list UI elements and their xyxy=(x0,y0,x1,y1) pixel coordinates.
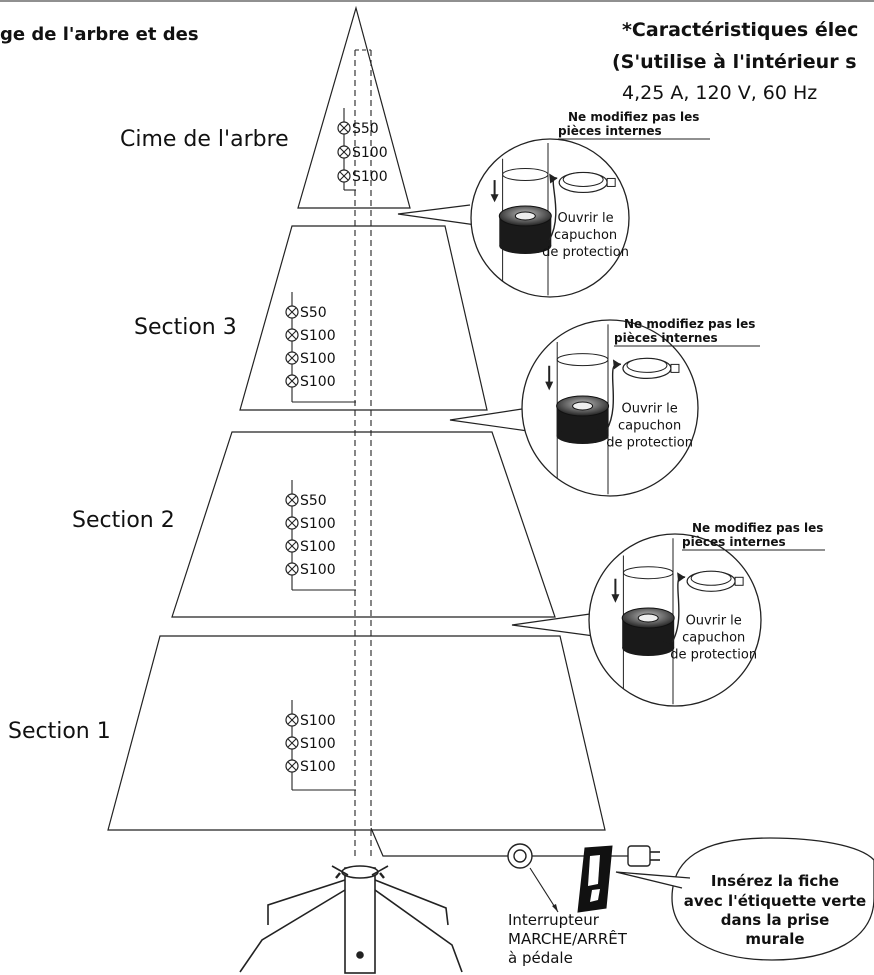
open-cap-text: de protection xyxy=(606,435,693,450)
bulb-rating: S100 xyxy=(300,713,336,729)
switch-label-line1: Interrupteur xyxy=(508,911,600,929)
callout-bubble-2: Ouvrir le capuchon de protection Ne modifie… xyxy=(449,317,760,497)
callout-bubble-3: Ouvrir le capuchon de protection Ne modifie… xyxy=(511,521,825,707)
bulb-rating: S100 xyxy=(300,736,336,752)
bulb-rating: S100 xyxy=(300,759,336,775)
bulb-icon xyxy=(285,516,299,530)
open-cap-text: de protection xyxy=(542,245,629,260)
title-right-line1: *Caractéristiques élec xyxy=(622,19,858,41)
section-3-shape xyxy=(239,225,488,411)
warning-text-line1: Ne modifiez pas les xyxy=(692,521,823,535)
bulb-icon xyxy=(337,121,351,135)
switch-pointer-line xyxy=(529,867,559,913)
power-cord xyxy=(370,827,508,857)
warning-text-line2: pièces internes xyxy=(614,331,718,345)
switch-label-line2: MARCHE/ARRÊT xyxy=(508,929,628,948)
plug-bubble-line1: Insérez la fiche xyxy=(711,872,839,890)
tree-stand-icon xyxy=(239,865,463,974)
protective-cap-icon xyxy=(622,357,680,379)
bulb-rating: S100 xyxy=(300,374,336,390)
protective-cap-icon xyxy=(558,171,616,194)
connector-cap-icon xyxy=(621,607,675,656)
bulb-rating: S100 xyxy=(300,328,336,344)
bulb-rating: S100 xyxy=(300,562,336,578)
label-section-2: Section 2 xyxy=(72,508,175,533)
open-cap-text: de protection xyxy=(670,647,757,662)
label-section-3: Section 3 xyxy=(134,315,237,340)
bulb-icon xyxy=(285,328,299,342)
open-cap-text: Ouvrir le xyxy=(686,613,742,628)
section-2-shape xyxy=(171,431,556,618)
bulb-icon xyxy=(337,169,351,183)
open-cap-text: capuchon xyxy=(682,630,745,645)
label-section-1: Section 1 xyxy=(8,719,111,744)
green-label-tag-icon xyxy=(577,845,613,913)
open-cap-text: capuchon xyxy=(618,418,681,433)
warning-text-line2: pièces internes xyxy=(682,535,786,549)
bulb-icon xyxy=(285,736,299,750)
bulb-circuits: S50S100S100S50S100S100S100S50S100S100S10… xyxy=(285,108,388,791)
spec-text: 4,25 A, 120 V, 60 Hz xyxy=(622,82,817,104)
label-tree-top: Cime de l'arbre xyxy=(120,127,289,152)
bulb-rating: S100 xyxy=(300,539,336,555)
open-cap-text: Ouvrir le xyxy=(621,401,677,416)
title-right-line2: (S'utilise à l'intérieur s xyxy=(612,51,857,73)
bulb-icon xyxy=(285,351,299,365)
switch-label-line3: à pédale xyxy=(508,949,573,967)
plug-bubble-line4: murale xyxy=(745,930,804,948)
bulb-icon xyxy=(285,493,299,507)
bulb-rating: S50 xyxy=(300,493,327,509)
open-cap-text: Ouvrir le xyxy=(557,211,613,226)
bulb-icon xyxy=(337,145,351,159)
switch-pointer-arrowhead xyxy=(552,904,558,912)
plug-bubble-line3: dans la prise xyxy=(721,911,830,929)
bulb-icon xyxy=(285,539,299,553)
plug-bubble-line2: avec l'étiquette verte xyxy=(684,892,866,910)
bulb-rating: S50 xyxy=(352,121,379,137)
plug-icon xyxy=(627,845,660,867)
bulb-rating: S100 xyxy=(352,169,388,185)
callout-bubble-1: Ouvrir le capuchon de protection Ne modifie… xyxy=(397,110,710,298)
foot-switch-icon xyxy=(507,843,533,869)
insert-plug-bubble xyxy=(615,837,874,961)
connector-callouts: Ouvrir le capuchon de protection Ne modifie… xyxy=(397,110,825,707)
warning-text-line1: Ne modifiez pas les xyxy=(624,317,755,331)
tree-top-shape xyxy=(297,5,411,209)
bulb-rating: S100 xyxy=(300,516,336,532)
bulb-icon xyxy=(285,759,299,773)
open-cap-text: capuchon xyxy=(554,228,617,243)
connector-cap-icon xyxy=(556,395,610,444)
bulb-icon xyxy=(285,305,299,319)
bulb-icon xyxy=(285,374,299,388)
warning-text-line2: pièces internes xyxy=(558,124,662,138)
title-left: ge de l'arbre et des xyxy=(0,24,199,45)
connector-cap-icon xyxy=(498,205,552,254)
bulb-rating: S100 xyxy=(300,351,336,367)
bulb-rating: S50 xyxy=(300,305,327,321)
bulb-icon xyxy=(285,562,299,576)
warning-text-line1: Ne modifiez pas les xyxy=(568,110,699,124)
section-1-shape xyxy=(107,635,606,831)
protective-cap-icon xyxy=(686,570,744,592)
bulb-icon xyxy=(285,713,299,727)
bulb-rating: S100 xyxy=(352,145,388,161)
